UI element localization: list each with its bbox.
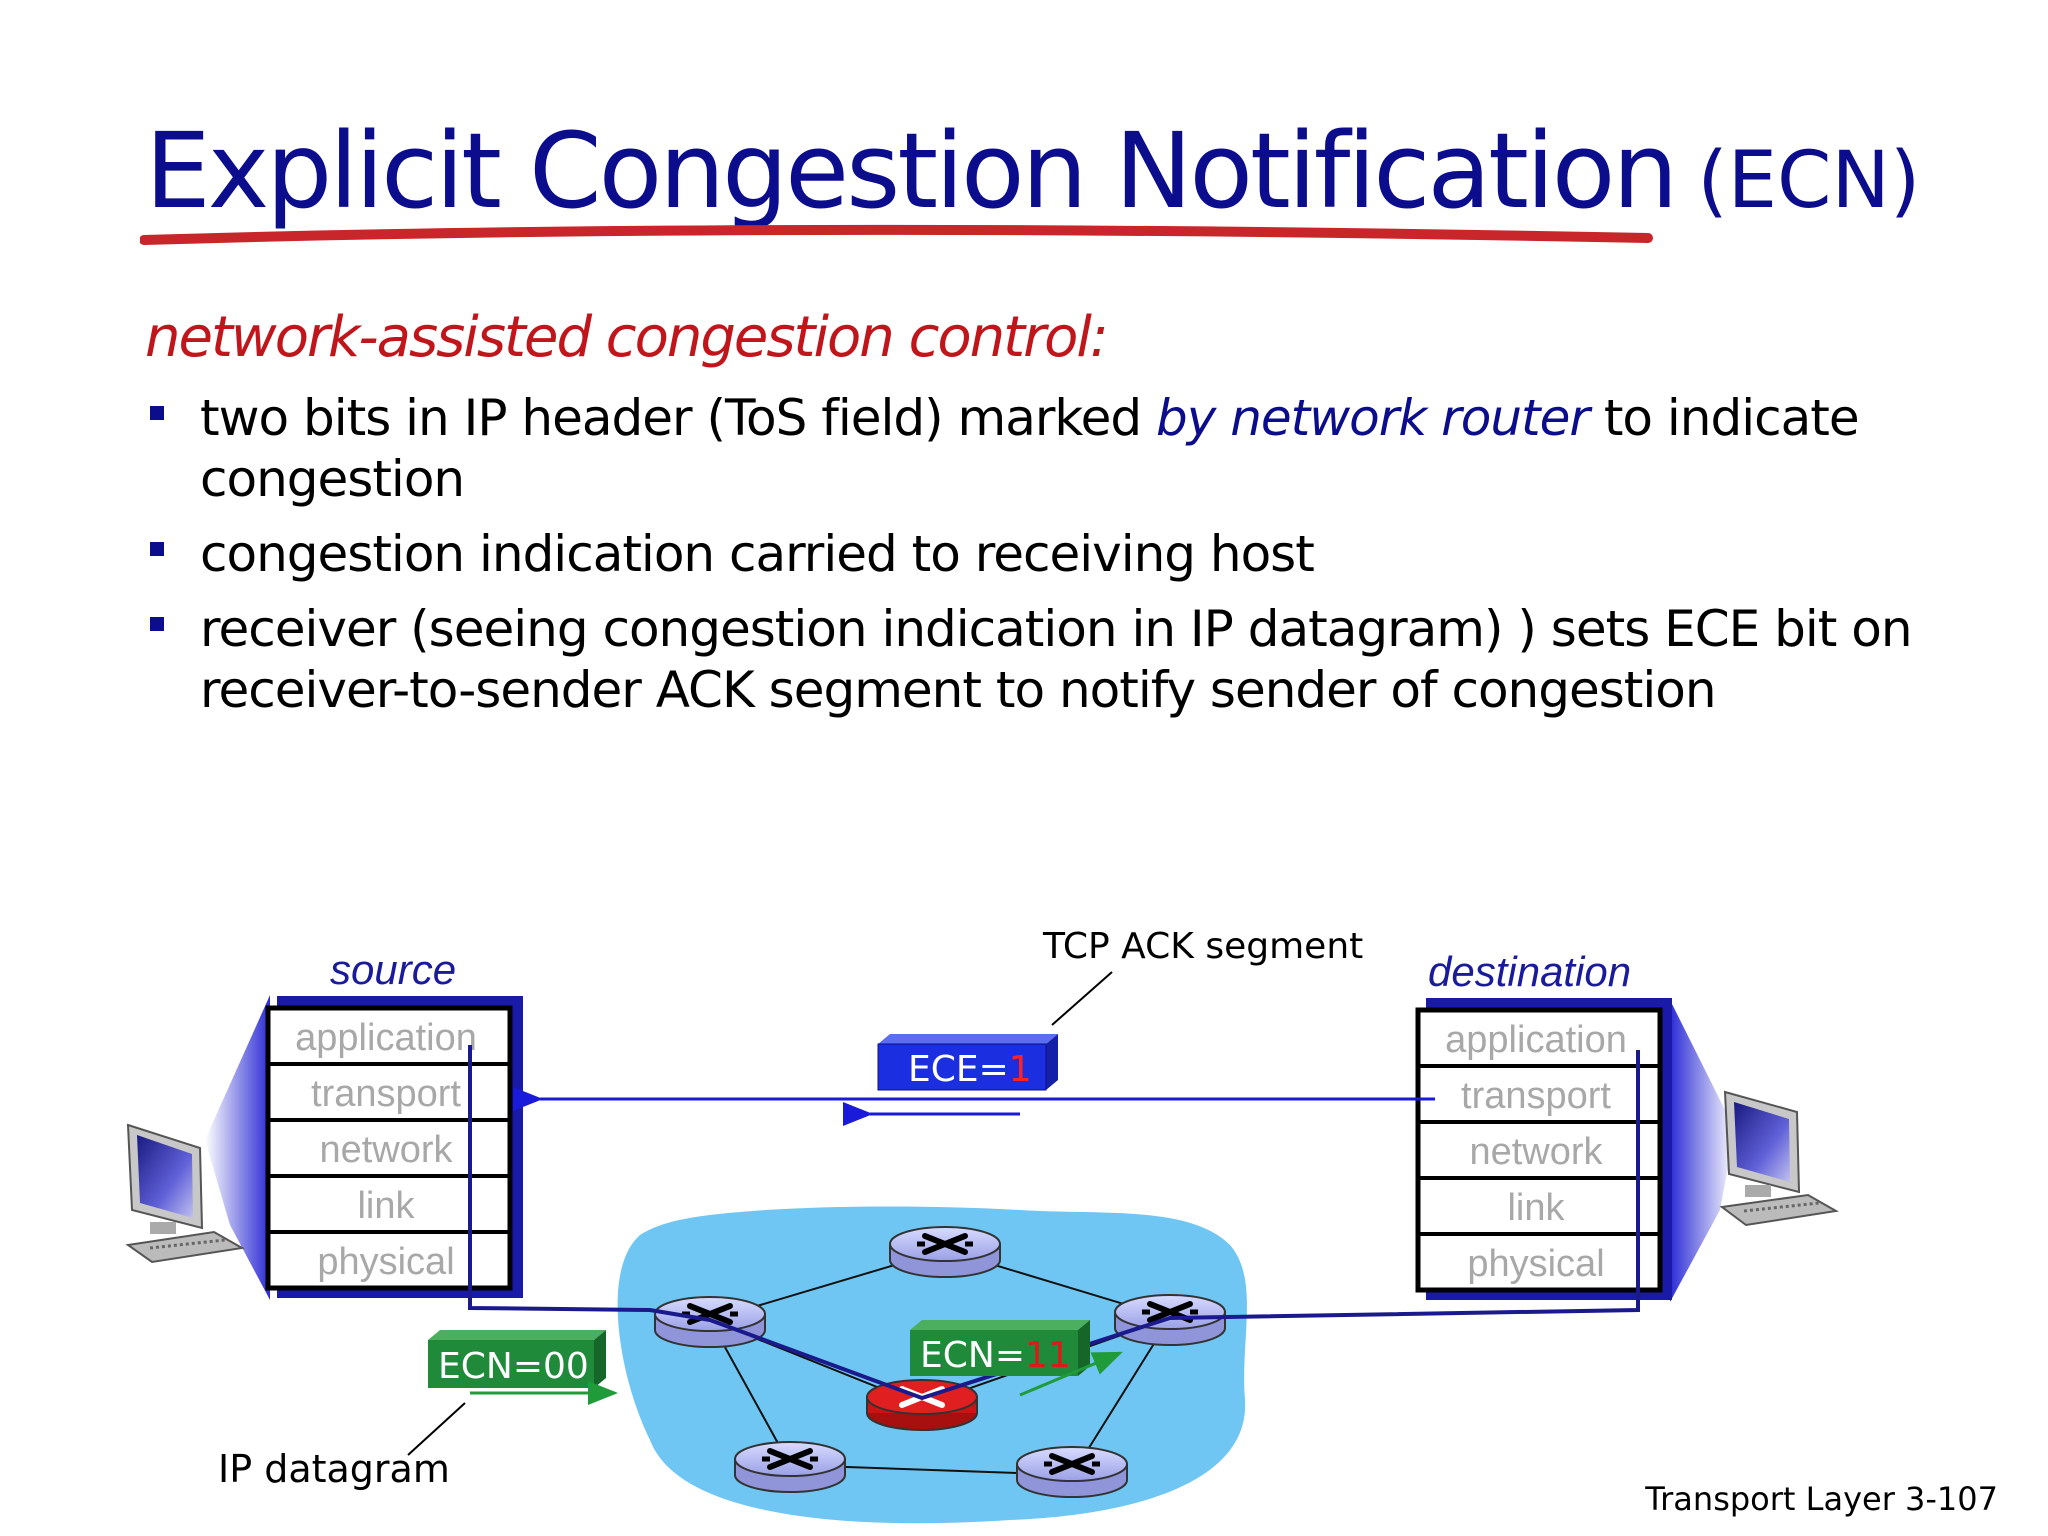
svg-text:ECN=00: ECN=00 [438, 1346, 589, 1387]
ecn-marked-packet: ECN=11 [910, 1320, 1090, 1376]
ecn-in-packet: ECN=00 [428, 1330, 606, 1388]
bullet-text: two bits in IP header (ToS field) marked [200, 389, 1156, 447]
bullet-emphasis: by network router [1156, 389, 1590, 447]
source-fan [205, 995, 270, 1300]
title-suffix: (ECN) [1697, 136, 1921, 226]
tcp-ack-label: TCP ACK segment [1042, 926, 1363, 967]
source-layer-label: network [319, 1129, 453, 1171]
bullet-text: receiver (seeing congestion indication i… [200, 600, 1913, 719]
svg-text:ECN=11: ECN=11 [920, 1335, 1071, 1376]
ip-datagram-pointer [407, 1402, 466, 1456]
destination-layer-label: link [1507, 1187, 1565, 1229]
ece-prefix: ECE= [908, 1049, 1009, 1090]
bullet-square-icon [150, 542, 164, 556]
destination-stack: application transport network link physi… [1415, 998, 1672, 1300]
router-icon [735, 1442, 845, 1492]
ecn-marked-prefix: ECN= [920, 1335, 1025, 1376]
ecn-marked-arrow [1019, 1351, 1123, 1397]
subheading: network-assisted congestion control: [145, 305, 1109, 370]
ecn-in-prefix: ECN= [438, 1346, 543, 1387]
ip-datagram-label: IP datagram [218, 1447, 450, 1491]
destination-layer-label: application [1445, 1019, 1627, 1061]
ecn-marked-value: 11 [1025, 1335, 1071, 1376]
source-label: source [330, 946, 456, 993]
router-icon [890, 1227, 1000, 1277]
bullet-square-icon [150, 617, 164, 631]
source-computer-icon [125, 1123, 245, 1264]
source-stack: application transport network link physi… [265, 996, 523, 1298]
tcp-ack-pointer [1051, 971, 1113, 1026]
destination-label: destination [1428, 948, 1631, 995]
ecn-diagram: source application transport network lin… [125, 926, 1839, 1524]
bullet-item: congestion indication carried to receivi… [145, 524, 2005, 585]
destination-computer-icon [1719, 1090, 1839, 1227]
source-layer-label: application [295, 1017, 477, 1059]
destination-fan [1670, 1000, 1735, 1302]
ece-packet: ECE=1 [877, 1034, 1058, 1091]
destination-layer-label: transport [1461, 1075, 1611, 1117]
source-layer-label: physical [317, 1241, 454, 1283]
slide-title: Explicit Congestion Notification(ECN) [145, 110, 1920, 232]
slide-footer: Transport Layer 3-107 [1645, 1480, 1998, 1518]
title-main: Explicit Congestion Notification [145, 110, 1678, 232]
bullet-square-icon [150, 406, 164, 420]
title-underline [140, 224, 1653, 245]
destination-layer-label: network [1469, 1131, 1603, 1173]
bullet-item: receiver (seeing congestion indication i… [145, 599, 2005, 721]
datagram-path [468, 1045, 1640, 1401]
destination-layer-label: physical [1467, 1243, 1604, 1285]
ece-value: 1 [1009, 1049, 1032, 1090]
source-layer-label: transport [311, 1073, 461, 1115]
source-layer-label: link [357, 1185, 415, 1227]
bullet-text: congestion indication carried to receivi… [200, 525, 1315, 583]
bullet-list: two bits in IP header (ToS field) marked… [145, 388, 2005, 735]
ecn-in-value: 00 [543, 1346, 589, 1387]
svg-text:ECE=1: ECE=1 [908, 1049, 1032, 1090]
bullet-text-tail: to indicate congestion [200, 389, 1860, 508]
bullet-item: two bits in IP header (ToS field) marked… [145, 388, 2005, 510]
router-icon [1017, 1447, 1127, 1497]
